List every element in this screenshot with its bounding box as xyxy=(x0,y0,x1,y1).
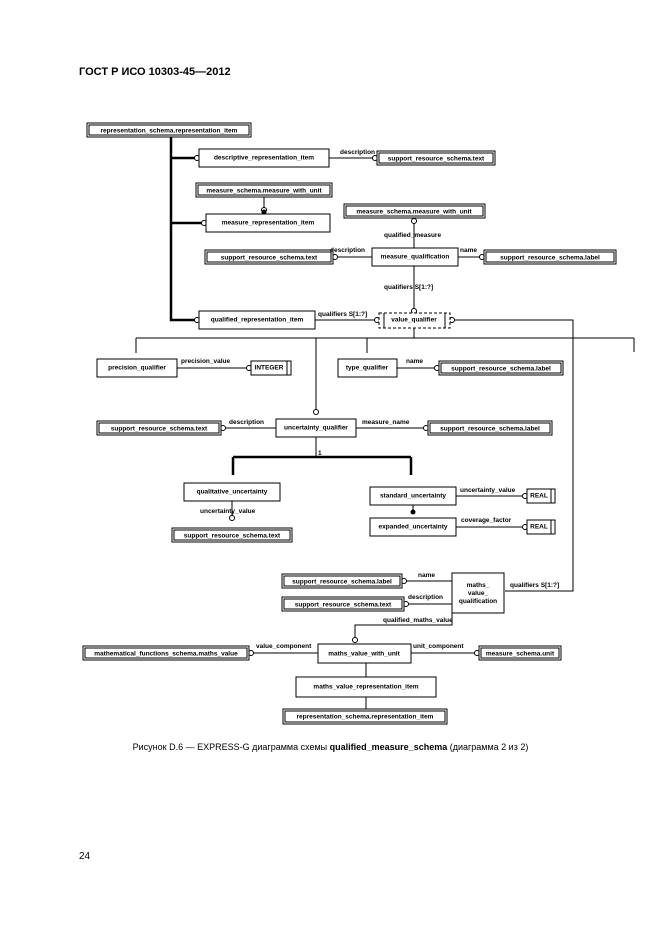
box-qri xyxy=(198,310,316,330)
box-maths-value-qualification-line: value_ xyxy=(468,590,489,597)
box-qualitative xyxy=(183,482,281,502)
diagram-lines xyxy=(135,137,635,709)
label-uncertainty-value-2: uncertainty_value xyxy=(200,508,256,515)
page-number: 24 xyxy=(79,851,91,862)
box-mwu-2-label: measure_schema.measure_with_unit xyxy=(356,209,472,216)
label-one: 1 xyxy=(318,450,322,457)
box-real-2-label: REAL xyxy=(530,524,548,531)
caption-schema: qualified_measure_schema xyxy=(329,742,448,752)
label-value-component: value_component xyxy=(256,643,312,650)
box-descriptive xyxy=(198,148,330,168)
label-qualified-measure: qualified_measure xyxy=(384,232,441,239)
label-measure-name: measure_name xyxy=(362,419,410,426)
label-uncertainty-value-1: uncertainty_value xyxy=(460,487,516,494)
document-header: ГОСТ Р ИСО 10303-45—2012 xyxy=(79,66,231,78)
box-measure-qualification xyxy=(371,247,459,267)
box-mvri xyxy=(295,676,437,698)
label-qualifiers-2: qualifiers S[1:?] xyxy=(318,311,367,318)
box-real-2 xyxy=(526,519,556,535)
label-qualifiers-1: qualifiers S[1:?] xyxy=(384,284,433,291)
box-maths-value-with-unit xyxy=(317,643,412,664)
circle-uq-top xyxy=(313,409,319,415)
box-expanded xyxy=(369,517,457,537)
box-rep-item-ref-label: representation_schema.representation_ite… xyxy=(101,128,238,135)
label-precision-value: precision_value xyxy=(181,358,231,365)
label-unit-component: unit_component xyxy=(413,643,464,650)
box-qri-label: qualified_representation_item xyxy=(211,317,304,324)
box-mvri-label: maths_value_representation_item xyxy=(313,684,418,691)
box-maths-value-qualification-line: qualification xyxy=(459,598,497,605)
box-integer xyxy=(250,360,292,376)
box-rep-item-ref-2-label: representation_schema.representation_ite… xyxy=(297,714,434,721)
box-maths-value-with-unit-label: maths_value_with_unit xyxy=(328,651,400,658)
box-descriptive-label: descriptive_representation_item xyxy=(214,155,314,162)
box-measure-item-label: measure_representation_item xyxy=(222,220,315,227)
box-qualitative-label: qualitative_uncertainty xyxy=(197,489,268,496)
box-value-qualifier-label: value_qualifier xyxy=(391,317,437,324)
box-expanded-label: expanded_uncertainty xyxy=(379,524,448,531)
box-type-qualifier-label: type_qualifier xyxy=(346,365,389,372)
link-mvq-qualifiers xyxy=(455,319,574,592)
subtype-circles xyxy=(261,209,416,515)
box-integer-label: INTEGER xyxy=(255,365,284,372)
box-mwu-1-label: measure_schema.measure_with_unit xyxy=(206,188,322,195)
box-label-4-label: support_resource_schema.label xyxy=(292,579,392,586)
box-measure-qualification-label: measure_qualification xyxy=(381,254,450,261)
circle-measure-schema xyxy=(261,209,267,215)
label-desc-4: description xyxy=(408,594,443,601)
box-maths-value-label: mathematical_functions_schema.maths_valu… xyxy=(94,651,238,658)
circle-mvwu-top xyxy=(352,637,358,643)
box-label-1-label: support_resource_schema.label xyxy=(500,255,600,262)
box-maths-value-qualification-label: maths_value_qualification xyxy=(459,582,497,605)
caption-suffix: (диаграмма 2 из 2) xyxy=(447,742,529,752)
label-coverage-factor: coverage_factor xyxy=(461,517,512,524)
box-text-4-label: support_resource_schema.text xyxy=(184,533,281,540)
box-uncertainty-qualifier-label: uncertainty_qualifier xyxy=(284,425,348,432)
label-qualified-maths-value: qualified_maths_value xyxy=(383,617,453,624)
box-real-1 xyxy=(526,488,556,504)
label-name-1: name xyxy=(460,247,477,254)
label-desc-3: description xyxy=(229,419,264,426)
box-measure-item xyxy=(205,213,331,233)
relationship-labels: description qualified_measure descriptio… xyxy=(181,149,559,650)
box-label-3-label: support_resource_schema.label xyxy=(440,426,540,433)
link-mvq-down xyxy=(354,612,453,640)
label-name-3: name xyxy=(418,572,435,579)
box-maths-value-qualification-line: maths_ xyxy=(467,582,490,589)
circle-qual-text xyxy=(229,515,235,521)
figure-caption: Рисунок D.6 — EXPRESS-G диаграмма схемы … xyxy=(0,742,661,752)
box-standard xyxy=(369,486,457,506)
label-desc-1: description xyxy=(340,149,375,156)
box-value-qualifier xyxy=(378,312,451,329)
entity-boxes: representation_schema.representation_ite… xyxy=(82,122,617,725)
box-real-1-label: REAL xyxy=(530,493,548,500)
circle-mq-mwu xyxy=(411,218,417,224)
box-unit-label: measure_schema.unit xyxy=(486,651,555,658)
box-text-2-label: support_resource_schema.text xyxy=(221,255,318,262)
box-standard-label: standard_uncertainty xyxy=(380,493,446,500)
circle-standard-expanded xyxy=(410,509,416,515)
box-precision xyxy=(96,358,178,378)
label-desc-2: description xyxy=(330,247,365,254)
relationship-circles xyxy=(194,155,528,656)
box-text-1-label: support_resource_schema.text xyxy=(388,156,485,163)
label-name-2: name xyxy=(406,358,423,365)
box-type-qualifier xyxy=(337,358,398,378)
box-maths-value-qualification xyxy=(451,572,505,614)
box-uncertainty-qualifier xyxy=(275,418,357,438)
box-text-3-label: support_resource_schema.text xyxy=(111,426,208,433)
caption-prefix: Рисунок D.6 — EXPRESS-G диаграмма схемы xyxy=(132,742,330,752)
box-precision-label: precision_qualifier xyxy=(108,365,166,372)
box-label-2-label: support_resource_schema.label xyxy=(451,366,551,373)
label-qualifiers-3: qualifiers S[1:?] xyxy=(510,582,559,589)
box-text-5-label: support_resource_schema.text xyxy=(295,602,392,609)
subtype-line-main xyxy=(169,137,195,322)
